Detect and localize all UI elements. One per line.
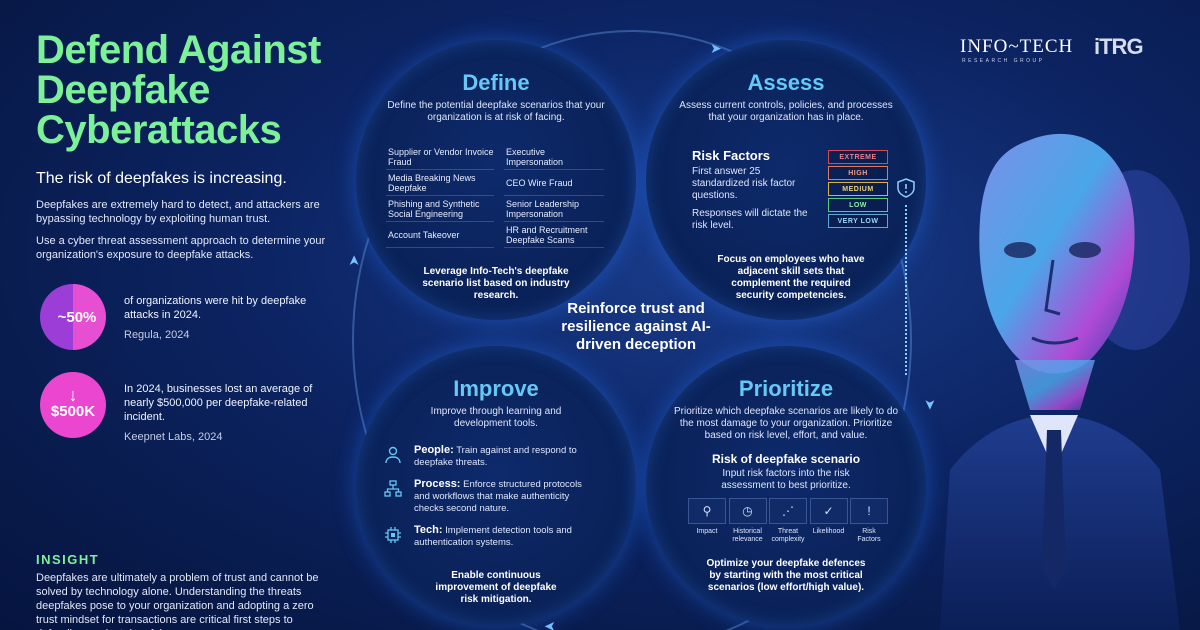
stat-text: In 2024, businesses lost an average of n… xyxy=(124,383,313,423)
page-title: Defend Against Deepfake Cyberattacks xyxy=(36,28,321,152)
cycle-arrow-icon: ➤ xyxy=(710,40,722,56)
stat-description: of organizations were hit by deepfake at… xyxy=(124,294,334,342)
define-circle: Define Define the potential deepfake sce… xyxy=(356,40,636,320)
cycle-ring xyxy=(352,30,912,630)
factor-label: Risk Factors xyxy=(857,528,881,543)
tech-item: Tech: Implement detection tools and auth… xyxy=(384,524,604,560)
money-badge: ↓ $500K xyxy=(40,372,106,438)
risk-factors-text: First answer 25 standardized risk factor… xyxy=(692,166,812,238)
percentage-pie-badge: ~50% xyxy=(40,284,106,350)
risk-level-scale: EXTREME HIGH MEDIUM LOW VERY LOW xyxy=(828,150,888,230)
risk-level-very-low: VERY LOW xyxy=(828,214,888,228)
risk-level-medium: MEDIUM xyxy=(828,182,888,196)
risk-scenario-title: Risk of deepfake scenario xyxy=(711,452,861,466)
stat-source: Keepnet Labs, 2024 xyxy=(124,431,223,443)
chip-icon xyxy=(384,526,402,544)
scenario-item: CEO Wire Fraud xyxy=(504,170,604,196)
scenario-list: Supplier or Vendor Invoice Fraud Executi… xyxy=(386,144,604,248)
page-subtitle: The risk of deepfakes is increasing. xyxy=(36,170,287,187)
risk-scenario-text: Input risk factors into the risk assessm… xyxy=(721,468,851,491)
scenario-item: Phishing and Synthetic Social Engineerin… xyxy=(386,196,494,222)
stat-badge-value: ~50% xyxy=(57,308,97,326)
people-text: Train against and respond to deepfake th… xyxy=(414,445,577,468)
stat-text: of organizations were hit by deepfake at… xyxy=(124,295,307,321)
scenario-item: Supplier or Vendor Invoice Fraud xyxy=(386,144,494,170)
infotech-logo-subtitle: RESEARCH GROUP xyxy=(962,58,1045,64)
intro-text: Deepfakes are extremely hard to detect, … xyxy=(36,198,336,270)
stat-losses: ↓ $500K In 2024, businesses lost an aver… xyxy=(36,372,336,444)
factor-historical-relevance: ◷ Historical relevance xyxy=(728,498,767,544)
prioritize-description: Prioritize which deepfake scenarios are … xyxy=(674,406,898,441)
risk-level-high: HIGH xyxy=(828,166,888,180)
insight-section: INSIGHT Deepfakes are ultimately a probl… xyxy=(36,552,336,630)
define-footer: Leverage Info-Tech's deepfake scenario l… xyxy=(422,266,570,301)
risk-factors-step-2: Responses will dictate the risk level. xyxy=(692,208,808,231)
scenario-item: Senior Leadership Impersonation xyxy=(504,196,604,222)
define-title: Define xyxy=(462,70,530,95)
scenario-item: HR and Recruitment Deepfake Scams xyxy=(504,222,604,248)
factor-impact: ⚲ Impact xyxy=(688,498,726,544)
improve-title: Improve xyxy=(453,376,539,401)
workflow-icon xyxy=(384,480,402,498)
factor-risk-factors: ! Risk Factors xyxy=(850,498,888,544)
risk-level-low: LOW xyxy=(828,198,888,212)
define-description: Define the potential deepfake scenarios … xyxy=(387,100,605,123)
process-text: Enforce structured protocols and workflo… xyxy=(414,479,582,514)
assess-footer: Focus on employees who have adjacent ski… xyxy=(717,254,865,301)
scenario-item: Account Takeover xyxy=(386,222,494,248)
stat-organizations-hit: ~50% of organizations were hit by deepfa… xyxy=(36,284,336,356)
prioritize-circle: Prioritize Prioritize which deepfake sce… xyxy=(646,346,926,626)
clock-icon: ◷ xyxy=(728,498,767,524)
factor-label: Likelihood xyxy=(812,528,845,535)
stat-badge-value: $500K xyxy=(50,402,96,420)
cycle-arrow-icon: ➤ xyxy=(345,254,362,267)
risk-factors-title: Risk Factors xyxy=(692,148,771,163)
tech-label: Tech: xyxy=(414,524,443,536)
intro-paragraph-2: Use a cyber threat assessment approach t… xyxy=(36,235,326,261)
deepfake-face-illustration xyxy=(940,133,1190,630)
assess-circle: Assess Assess current controls, policies… xyxy=(646,40,926,320)
factor-threat-complexity: ⋰ Threat complexity xyxy=(769,498,807,544)
insight-body: Deepfakes are ultimately a problem of tr… xyxy=(36,572,319,630)
insight-title: INSIGHT xyxy=(36,552,100,567)
left-column: Defend Against Deepfake Cyberattacks The… xyxy=(36,30,336,188)
scenario-item: Executive Impersonation xyxy=(504,144,604,170)
risk-factors-step-1: First answer 25 standardized risk factor… xyxy=(692,166,796,201)
factor-likelihood: ✓ Likelihood xyxy=(809,498,848,544)
people-item: People: Train against and respond to dee… xyxy=(384,444,604,480)
network-icon: ⋰ xyxy=(769,498,807,524)
improve-footer: Enable continuous improvement of deepfak… xyxy=(435,570,557,605)
shield-alert-icon: ! xyxy=(850,498,888,524)
scenario-item: Media Breaking News Deepfake xyxy=(386,170,494,196)
risk-level-extreme: EXTREME xyxy=(828,150,888,164)
tech-text: Implement detection tools and authentica… xyxy=(414,525,572,548)
prioritize-title: Prioritize xyxy=(738,376,834,401)
factor-label: Threat complexity xyxy=(771,528,805,543)
cycle-arrow-icon: ➤ xyxy=(544,619,556,630)
shield-alert-icon xyxy=(897,178,915,198)
center-statement: Reinforce trust and resilience against A… xyxy=(561,300,711,353)
process-label: Process: xyxy=(414,478,461,490)
factor-list: ⚲ Impact ◷ Historical relevance ⋰ Threat… xyxy=(688,498,888,544)
down-arrow-icon: ↓ xyxy=(68,384,78,405)
improve-description: Improve through learning and development… xyxy=(430,406,562,429)
stat-source: Regula, 2024 xyxy=(124,329,190,341)
person-icon xyxy=(384,446,402,464)
itrg-logo: iTRG xyxy=(1094,34,1144,59)
intro-paragraph-1: Deepfakes are extremely hard to detect, … xyxy=(36,199,320,225)
improve-circle: Improve Improve through learning and dev… xyxy=(356,346,636,626)
factor-label: Impact xyxy=(696,528,718,535)
infotech-logo: INFO~TECH xyxy=(960,36,1074,57)
assess-title: Assess xyxy=(747,70,825,95)
people-label: People: xyxy=(414,444,454,456)
process-item: Process: Enforce structured protocols an… xyxy=(384,478,604,514)
stat-description: In 2024, businesses lost an average of n… xyxy=(124,382,334,444)
prioritize-footer: Optimize your deepfake defences by start… xyxy=(706,558,866,593)
glass-icon: ⚲ xyxy=(688,498,726,524)
assess-description: Assess current controls, policies, and p… xyxy=(679,100,893,123)
dotted-connector xyxy=(905,205,907,375)
check-circle-icon: ✓ xyxy=(809,498,848,524)
factor-label: Historical relevance xyxy=(732,528,763,543)
